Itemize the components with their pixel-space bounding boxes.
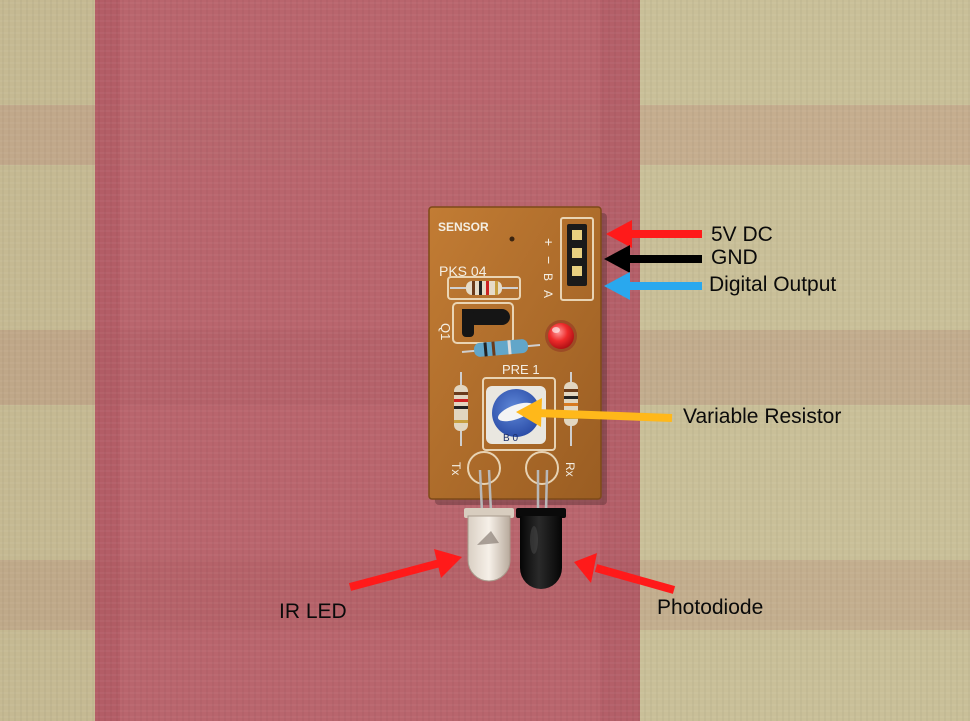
rx-label: Rx: [563, 462, 577, 477]
arrow-vcc: [606, 220, 702, 248]
sensor-board: SENSOR PKS 04 Q1 PRE 1 Tx Rx + − B A: [428, 206, 602, 513]
arrow-gnd: [604, 245, 702, 273]
transistor-label: Q1: [438, 323, 453, 340]
arrow-ir-led: [348, 549, 462, 591]
potentiometer: B 0: [486, 386, 546, 444]
pot-marking: B 0: [503, 433, 518, 444]
callout-arrows: [348, 220, 702, 594]
resistor-blue: [461, 339, 541, 357]
arrow-photodiode: [574, 553, 676, 594]
label-digital-output: Digital Output: [709, 273, 837, 296]
part-label: PKS 04: [439, 263, 487, 279]
pin-plus-label: +: [541, 238, 557, 246]
label-vcc: 5V DC: [711, 223, 773, 246]
led-legs: [478, 469, 549, 513]
resistor-top: [450, 281, 518, 295]
resistor-left: [454, 372, 468, 446]
pin-header: [567, 224, 587, 286]
label-variable-resistor: Variable Resistor: [683, 405, 842, 428]
pot-label: PRE 1: [502, 362, 540, 377]
photodiode: [516, 508, 566, 589]
pin-minus-label: −: [541, 256, 557, 264]
arrow-output: [604, 272, 702, 300]
label-ir-led: IR LED: [279, 600, 347, 623]
indicator-led: [545, 320, 577, 352]
sensor-label: SENSOR: [438, 220, 489, 234]
ir-led: [464, 508, 514, 582]
pin-b-label: B: [541, 273, 555, 281]
arrow-variable-resistor: [516, 398, 673, 427]
tx-label: Tx: [449, 462, 463, 475]
label-gnd: GND: [711, 246, 758, 269]
label-photodiode: Photodiode: [657, 596, 764, 619]
transistor-q1: [462, 309, 510, 337]
pin-a-label: A: [541, 290, 555, 298]
